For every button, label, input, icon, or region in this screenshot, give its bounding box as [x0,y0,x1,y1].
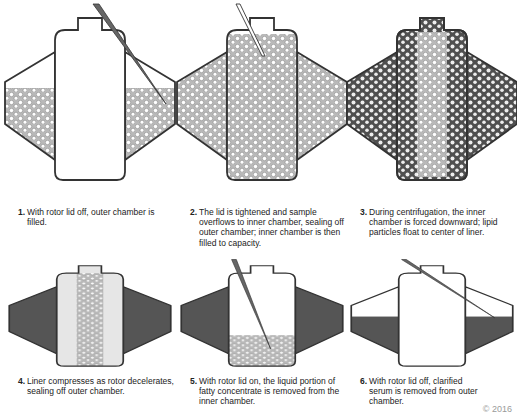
step-number: 3. [360,207,367,217]
step-caption: With rotor lid off, clarified serum is r… [369,376,481,407]
step-caption: During centrifugation, the inner chamber… [369,207,517,238]
step-caption: Liner compresses as rotor decelerates, s… [27,376,175,396]
step-number: 2. [190,207,197,217]
step-caption: With rotor lid on, the liquid portion of… [199,376,347,407]
step-number: 5. [190,376,197,386]
step-caption: The lid is tightened and sample overflow… [199,207,347,248]
step-caption: With rotor lid off, outer chamber is fil… [27,207,175,227]
step-number: 6. [360,376,367,386]
step-number: 4. [18,376,25,386]
rotor-step-4 [9,266,171,366]
rotor-step-3 [347,18,517,180]
rotor-step-1 [0,4,180,180]
rotor-step-5 [181,260,343,370]
copyright-notice: © 2016 [483,404,512,415]
rotor-step-2 [177,4,347,184]
rotor-step-6 [347,260,517,367]
step-number: 1. [18,207,25,217]
